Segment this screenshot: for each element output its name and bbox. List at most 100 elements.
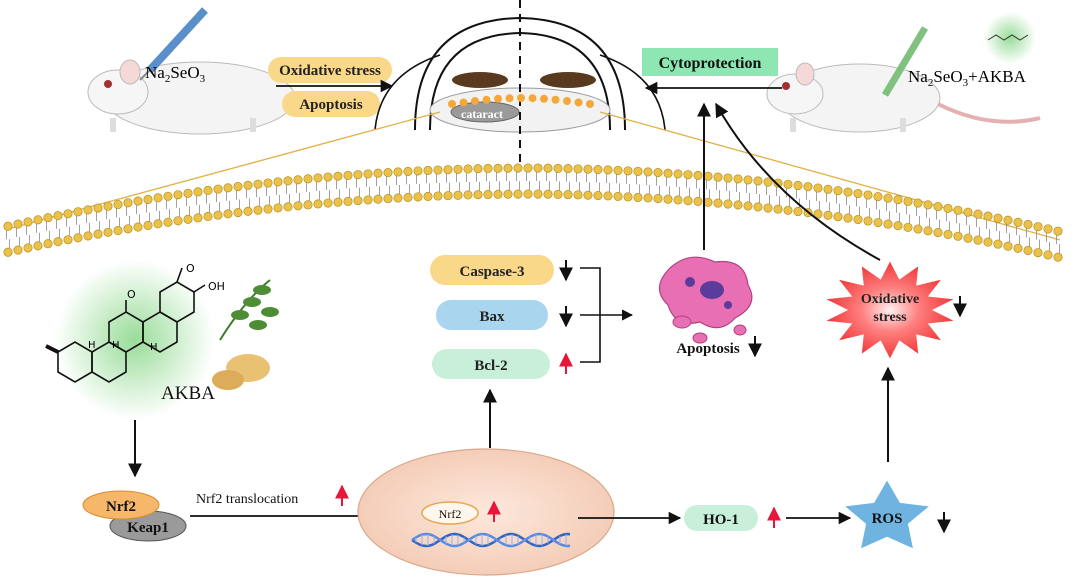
membrane-lipid-head [203,185,213,196]
membrane-lipid-head [253,205,263,215]
membrane-lipid-head [483,189,493,200]
bax-label: Bax [479,309,505,325]
membrane-lipid-head [923,226,933,236]
apoptosis-pill [282,91,380,117]
membrane-lipid-head [753,176,763,186]
membrane-lipid-head [423,165,433,175]
membrane-lipid-head [463,164,473,174]
membrane-lipid-head [883,193,893,203]
membrane-lipid-head [93,203,103,213]
akba-atom-o-2: O [186,262,195,275]
membrane-lipid-head [103,201,113,211]
membrane-lipid-head [163,217,173,227]
membrane-lipid-head [813,209,823,219]
lens-epithelial-dot [528,94,537,103]
membrane-lipid-head [613,191,623,201]
membrane-lipid-head [303,200,313,210]
membrane-lipid-head [723,199,733,209]
akba-atom-h-2: H [88,340,96,351]
membrane-lipid-head [663,194,673,204]
caspase3-label: Caspase-3 [459,264,524,280]
membrane-lipid-head [233,207,243,218]
cataract-label: cataract [461,107,503,121]
membrane-lipid-head [63,209,73,219]
membrane-lipid-head [113,199,123,210]
membrane-lipid-head [133,222,143,232]
membrane-lipid-head [893,195,903,205]
membrane-lipid-head [983,237,993,247]
membrane-lipid-head [133,196,143,206]
nrf2-nucleus-label: Nrf2 [439,507,462,521]
membrane-lipid-head [623,192,633,202]
membrane-lipid-head [143,194,153,204]
membrane-lipid-head [883,219,893,229]
membrane-lipid-head [13,245,23,255]
membrane-lipid-head [333,197,343,207]
membrane-lipid-head [283,176,293,186]
membrane-lipid-head [1053,252,1063,262]
membrane-lipid-head [503,163,513,173]
membrane-lipid-head [673,195,683,205]
membrane-lipid-head [293,201,303,211]
membrane-lipid-head [353,170,363,180]
membrane-lipid-head [1023,219,1033,230]
membrane-lipid-head [683,170,693,180]
membrane-lipid-head [413,192,423,202]
membrane-lipid-head [333,171,343,181]
membrane-lipid-head [1013,217,1023,227]
membrane-lipid-head [243,180,253,190]
akba-atom-o-1: O [127,288,136,301]
membrane-lipid-head [223,183,233,193]
membrane-lipid-head [653,168,663,178]
membrane-lipid-head [893,221,903,231]
membrane-lipid-head [633,192,643,202]
membrane-lipid-head [533,189,543,199]
nrf2-ellipse [82,490,160,520]
membrane-lipid-head [1053,226,1063,236]
dna-helix-image [411,532,571,548]
membrane-lipid-head [973,235,983,245]
membrane-lipid-head [823,184,833,194]
lens-epithelial-dot [574,98,583,107]
membrane-lipid-head [713,198,723,208]
zoom-line-right [599,111,1061,241]
membrane-lipid-head [693,196,703,206]
membrane-lipid-head [403,192,413,202]
membrane-lipid-head [793,206,803,217]
akba-glow [55,260,215,420]
membrane-lipid-head [983,211,993,221]
membrane-lipid-head [423,191,433,201]
membrane-lipid-head [1043,250,1053,260]
membrane-lipid-head [523,163,533,173]
membrane-lipid-head [1013,243,1023,253]
membrane-lipid-head [533,163,543,173]
membrane-lipid-head [633,166,643,176]
membrane-lipid-head [153,193,163,203]
lens-epithelial-dot [459,98,468,107]
membrane-lipid-head [373,194,383,204]
membrane-lipid-head [273,203,283,213]
lens-epithelial-dot [586,100,594,108]
membrane-lipid-head [743,201,753,211]
membrane-lipid-head [143,220,153,230]
akba-label: AKBA [161,383,215,404]
right-syringe-image [881,26,929,97]
membrane-lipid-head [73,233,83,243]
membrane-lipid-head [43,213,53,223]
caspase3-pill [430,255,554,285]
oxidative-outcome-label-2: stress [873,310,907,325]
membrane-lipid-head [193,213,203,223]
membrane-lipid-head [583,164,593,174]
membrane-lipid-head [473,190,483,200]
lens-epithelial-dot [540,94,548,103]
membrane-lipid-head [83,231,93,241]
membrane-lipid-head [313,199,323,209]
membrane-lipid-head [183,214,193,224]
membrane-lipid-head [303,174,313,184]
membrane-lipid-head [373,168,383,178]
bcl2-pill [432,349,550,379]
right-akba-molecule-icon [984,12,1036,64]
membrane-lipid-head [493,163,503,173]
membrane-lipid-head [23,217,33,227]
membrane-lipid-head [453,190,463,200]
